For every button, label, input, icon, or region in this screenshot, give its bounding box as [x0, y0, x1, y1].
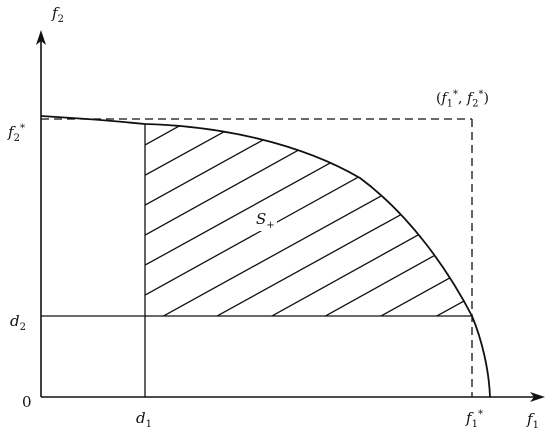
hatch-line	[145, 124, 361, 261]
hatch-line	[145, 142, 421, 316]
hatch-line	[145, 157, 451, 316]
hatch-line	[209, 196, 472, 316]
y-axis-label: f2	[52, 6, 64, 25]
ideal-point-b-symbol: f	[466, 90, 473, 107]
origin-label: 0	[22, 393, 32, 411]
y-axis-arrowhead	[36, 30, 46, 45]
ideal-point-a-sup: *	[453, 89, 459, 100]
ideal-point-a-symbol: f	[441, 90, 447, 107]
f2-star-sub: 2	[13, 133, 20, 144]
hatch-line	[145, 124, 281, 171]
hatch-line	[145, 124, 331, 231]
hatch-line	[299, 253, 472, 316]
d2-symbol: d	[10, 312, 20, 330]
ideal-point-a-sub: 1	[446, 98, 454, 110]
x-axis-label-symbol: f	[527, 410, 533, 428]
d1-symbol: d	[136, 409, 146, 427]
f2-star-symbol: f	[8, 123, 14, 141]
ideal-point-label: (f1*, f2*)	[436, 90, 489, 109]
f1-star-sup: *	[477, 409, 483, 420]
d2-sub: 2	[19, 322, 26, 333]
d1-label: d1	[136, 411, 152, 430]
hatched-region	[145, 124, 472, 316]
f1-star-symbol: f	[466, 409, 472, 427]
ideal-point-b-sup: *	[478, 89, 484, 100]
hatch-line	[145, 129, 391, 291]
x-axis-label: f1	[527, 412, 539, 431]
x-axis-arrowhead	[530, 392, 545, 402]
pareto-frontier-curve	[40, 115, 491, 398]
x-axis-label-sub: 1	[532, 420, 539, 431]
region-sub: +	[266, 220, 275, 231]
ideal-point-open: (	[436, 90, 442, 107]
hatch-line	[239, 216, 472, 316]
f2-star-sup: *	[19, 123, 25, 134]
hatch-line	[145, 124, 301, 201]
y-axis-label-symbol: f	[52, 4, 58, 22]
ideal-point-sep: ,	[458, 90, 467, 107]
d2-label: d2	[10, 314, 26, 333]
hatch-line	[149, 170, 472, 316]
f1-star-label: f1*	[466, 410, 483, 430]
y-axis-label-sub: 2	[57, 14, 64, 25]
region-label: S+	[254, 212, 277, 231]
f1-star-sub: 1	[471, 419, 478, 430]
hatch-line	[269, 236, 472, 316]
f2-star-label: f2*	[8, 124, 25, 144]
ideal-point-b-sub: 2	[472, 98, 479, 110]
region-symbol: S	[256, 210, 267, 228]
ideal-point-close: )	[483, 90, 489, 107]
hatch-line	[179, 183, 472, 316]
d1-sub: 1	[145, 419, 152, 430]
